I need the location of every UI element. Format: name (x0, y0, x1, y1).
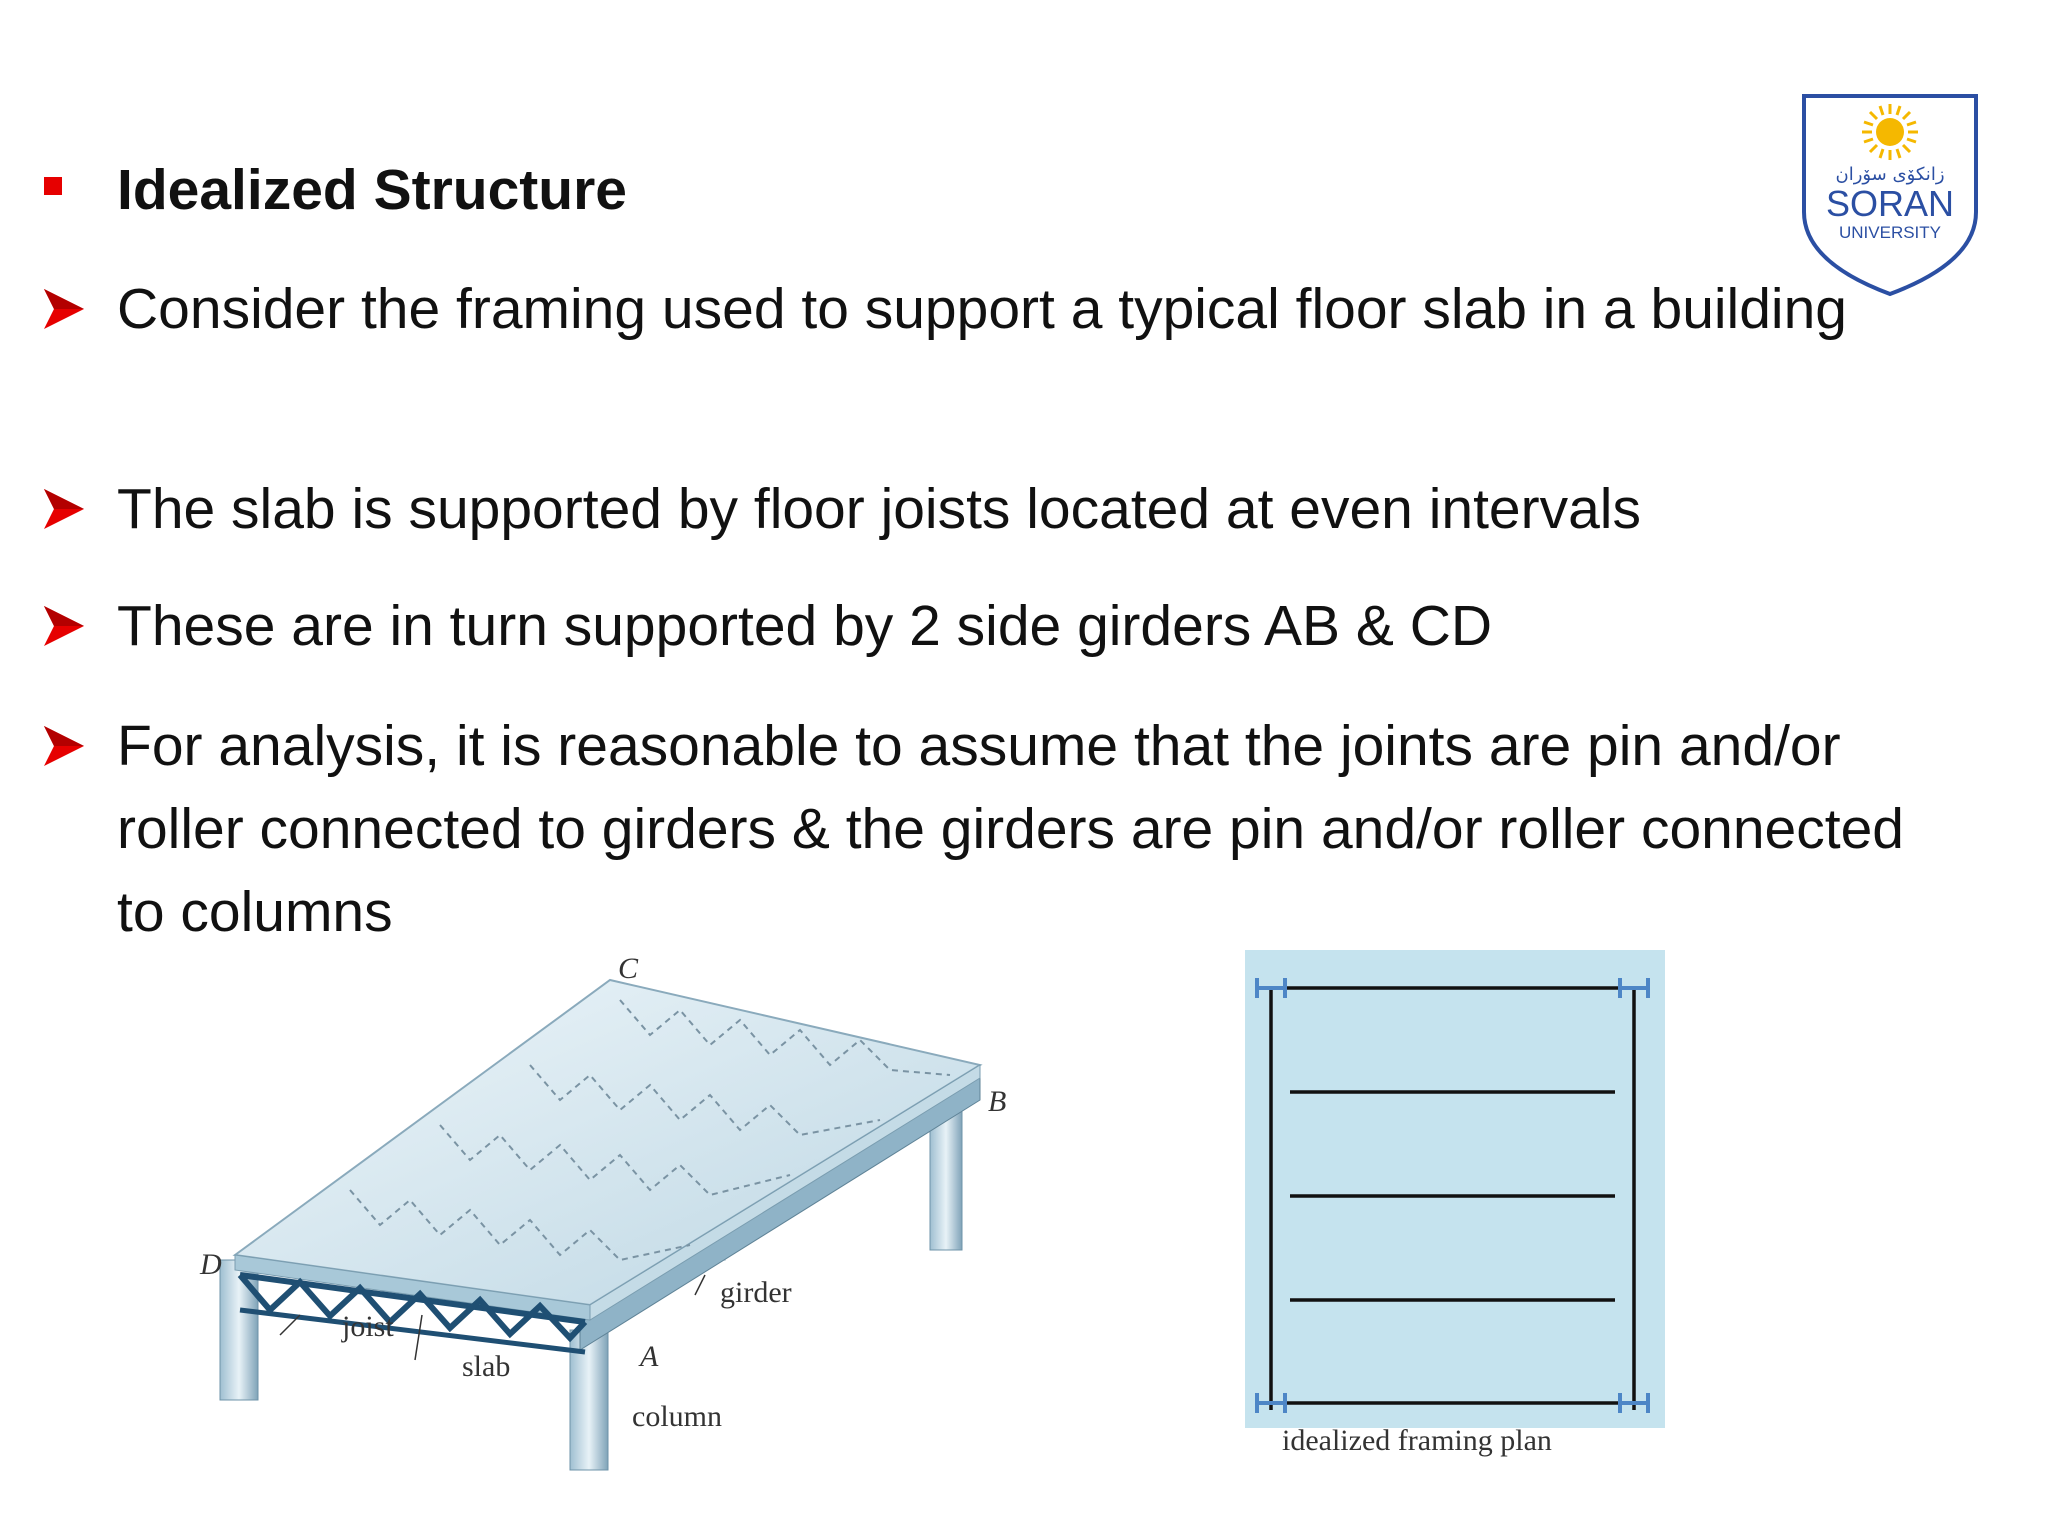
point-d-label: D (200, 1248, 222, 1281)
framing-plan-caption: idealized framing plan (1282, 1424, 1552, 1457)
logo-name-line1: SORAN (1826, 183, 1954, 224)
arrow-bullet-icon (40, 485, 88, 533)
logo-script-text: زانکۆی سۆران (1835, 164, 1944, 185)
bullet-text-2: The slab is supported by floor joists lo… (117, 477, 1641, 541)
girder-label: girder (720, 1276, 792, 1309)
bullet-text-4: For analysis, it is reasonable to assume… (117, 714, 1904, 944)
arrow-bullet-icon (40, 285, 88, 333)
arrow-bullet-icon (40, 722, 88, 770)
point-b-label: B (988, 1085, 1007, 1118)
floor-framing-3d-figure (190, 960, 1040, 1480)
joist-label: joist (342, 1310, 394, 1343)
idealized-framing-plan-figure (1245, 950, 1665, 1475)
slab-label: slab (462, 1350, 511, 1383)
square-bullet-icon (44, 177, 62, 195)
column-label: column (632, 1400, 722, 1433)
logo-name-line2: UNIVERSITY (1839, 223, 1941, 242)
point-a-label: A (640, 1340, 659, 1373)
slide-heading: Idealized Structure (117, 158, 627, 222)
bullet-text-3: These are in turn supported by 2 side gi… (117, 594, 1493, 658)
soran-university-logo: زانکۆی سۆران SORAN UNIVERSITY (1800, 92, 1980, 298)
point-c-label: C (618, 952, 639, 985)
bullet-text-1: Consider the framing used to support a t… (117, 277, 1847, 341)
arrow-bullet-icon (40, 602, 88, 650)
